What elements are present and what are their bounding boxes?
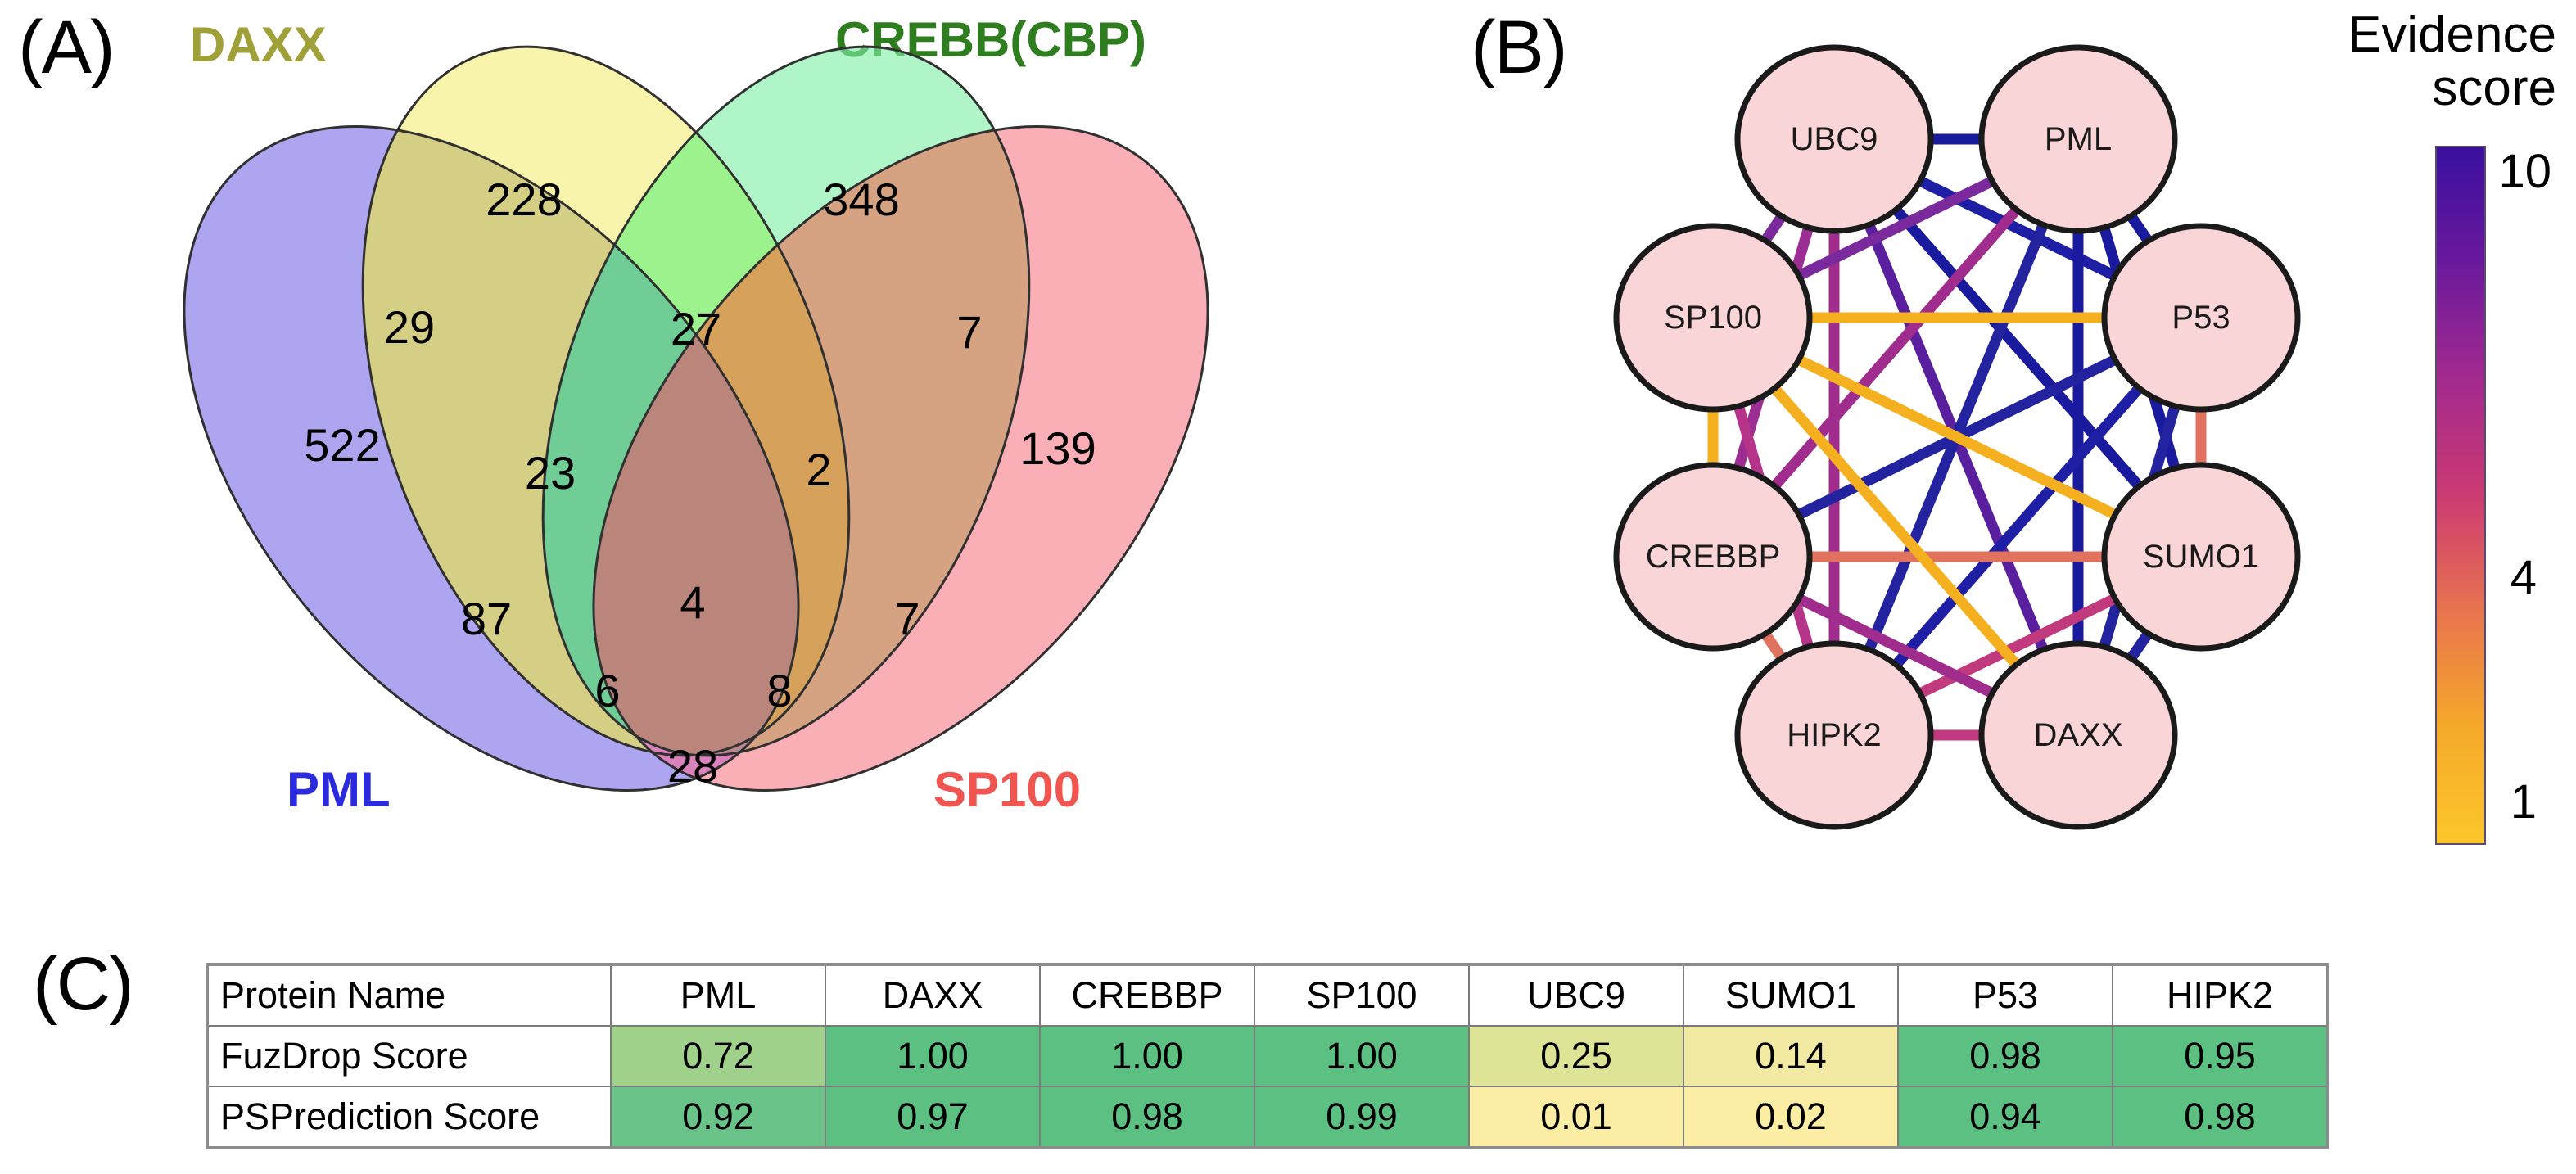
node-label: CREBBP	[1646, 539, 1781, 575]
colorbar-tick-1: 1	[2510, 775, 2537, 829]
network-node-crebbp[interactable]: CREBBP	[1613, 462, 1813, 652]
node-ellipse	[1734, 640, 1934, 830]
table-cell: 0.98	[1897, 1025, 2113, 1087]
table-row-header: PSPrediction Score	[206, 1086, 612, 1149]
table-cell: 0.72	[610, 1025, 826, 1087]
table-cell: 1.00	[1254, 1025, 1470, 1087]
panel-c-letter: (C)	[33, 942, 134, 1026]
node-label: P53	[2172, 300, 2230, 336]
table-cell: 0.97	[825, 1086, 1041, 1149]
table-column-header: PML	[610, 963, 826, 1027]
table-cell: 0.98	[1039, 1086, 1255, 1149]
table-cell: 1.00	[825, 1025, 1041, 1087]
table-cell: 0.01	[1468, 1086, 1684, 1149]
venn-count-daxx-only: 228	[486, 174, 562, 225]
table-column-header: HIPK2	[2112, 963, 2329, 1027]
venn-count-pml-only: 522	[304, 419, 380, 471]
network-edges	[1707, 133, 2207, 741]
panel-a-venn: (A) DAXX CREBB(CBP) PML SP100	[0, 0, 1457, 892]
table-cell: 0.92	[610, 1086, 826, 1149]
venn-diagram-svg: 522 228 348 139 29 27 7 23 2 87 4 7 6 8 …	[183, 45, 1209, 792]
table-cell: 0.95	[2112, 1025, 2329, 1087]
venn-count-crebb-sp100: 7	[956, 306, 982, 358]
node-label: HIPK2	[1787, 717, 1882, 753]
node-label: SUMO1	[2143, 539, 2259, 575]
table-corner-header: Protein Name	[206, 963, 612, 1027]
node-ellipse	[1978, 640, 2178, 830]
colorbar-tick-10: 10	[2498, 145, 2551, 198]
venn-set-label-daxx: DAXX	[190, 17, 327, 72]
network-node-p53[interactable]: P53	[2101, 223, 2301, 413]
venn-count-daxx-crebb: 27	[671, 303, 721, 354]
node-label: SP100	[1664, 300, 1762, 336]
colorbar-title-line1: Evidence	[2347, 7, 2556, 63]
venn-count-sp100-only: 139	[1019, 422, 1096, 474]
panel-b-letter: (B)	[1471, 6, 1568, 89]
node-ellipse	[1613, 223, 1813, 413]
node-label: UBC9	[1791, 121, 1878, 157]
colorbar-title-line2: score	[2432, 60, 2556, 117]
table-column-header: SUMO1	[1683, 963, 1899, 1027]
colorbar-title: Evidence score	[2348, 8, 2556, 115]
venn-count-crebb-only: 348	[823, 174, 899, 225]
venn-count-pml-sp100: 28	[667, 740, 718, 792]
venn-count-all-four: 4	[680, 576, 705, 628]
table-column-header: DAXX	[825, 963, 1041, 1027]
node-ellipse	[2101, 462, 2301, 652]
network-node-sp100[interactable]: SP100	[1613, 223, 1813, 413]
table-row-header: FuzDrop Score	[206, 1025, 612, 1087]
venn-count-pml-daxx-crebb: 23	[525, 447, 576, 499]
node-ellipse	[1734, 44, 1934, 234]
network-node-pml[interactable]: PML	[1978, 44, 2178, 234]
venn-count-crebb-sp100-inner: 8	[766, 665, 792, 716]
venn-set-label-sp100: SP100	[933, 762, 1082, 817]
colorbar-gradient	[2435, 146, 2486, 845]
table-cell: 0.02	[1683, 1086, 1899, 1149]
table-column-header: SP100	[1254, 963, 1470, 1027]
table-cell: 0.94	[1897, 1086, 2113, 1149]
table-cell: 0.99	[1254, 1086, 1470, 1149]
network-node-sumo1[interactable]: SUMO1	[2101, 462, 2301, 652]
network-node-hipk2[interactable]: HIPK2	[1734, 640, 1934, 830]
network-node-ubc9[interactable]: UBC9	[1734, 44, 1934, 234]
table-column-header: UBC9	[1468, 963, 1684, 1027]
table-cell: 0.14	[1683, 1025, 1899, 1087]
node-ellipse	[2101, 223, 2301, 413]
node-ellipse	[1978, 44, 2178, 234]
venn-count-daxx-sp100: 7	[894, 593, 920, 644]
venn-count-pml-crebb: 87	[461, 593, 512, 644]
venn-count-daxx-crebb-sp100: 2	[806, 444, 831, 495]
network-node-daxx[interactable]: DAXX	[1978, 640, 2178, 830]
table-column-header: CREBBP	[1039, 963, 1255, 1027]
table-cell: 0.25	[1468, 1025, 1684, 1087]
table-cell: 1.00	[1039, 1025, 1255, 1087]
venn-count-pml-crebb-sp100: 6	[594, 665, 620, 716]
node-ellipse	[1613, 462, 1813, 652]
table-cell: 0.98	[2112, 1086, 2329, 1149]
colorbar-tick-4: 4	[2510, 551, 2537, 604]
node-label: DAXX	[2034, 717, 2123, 753]
table-column-header: P53	[1897, 963, 2113, 1027]
node-label: PML	[2045, 121, 2112, 157]
panel-a-letter: (A)	[18, 6, 115, 89]
venn-count-pml-daxx: 29	[384, 301, 435, 353]
venn-set-label-pml: PML	[287, 762, 391, 817]
